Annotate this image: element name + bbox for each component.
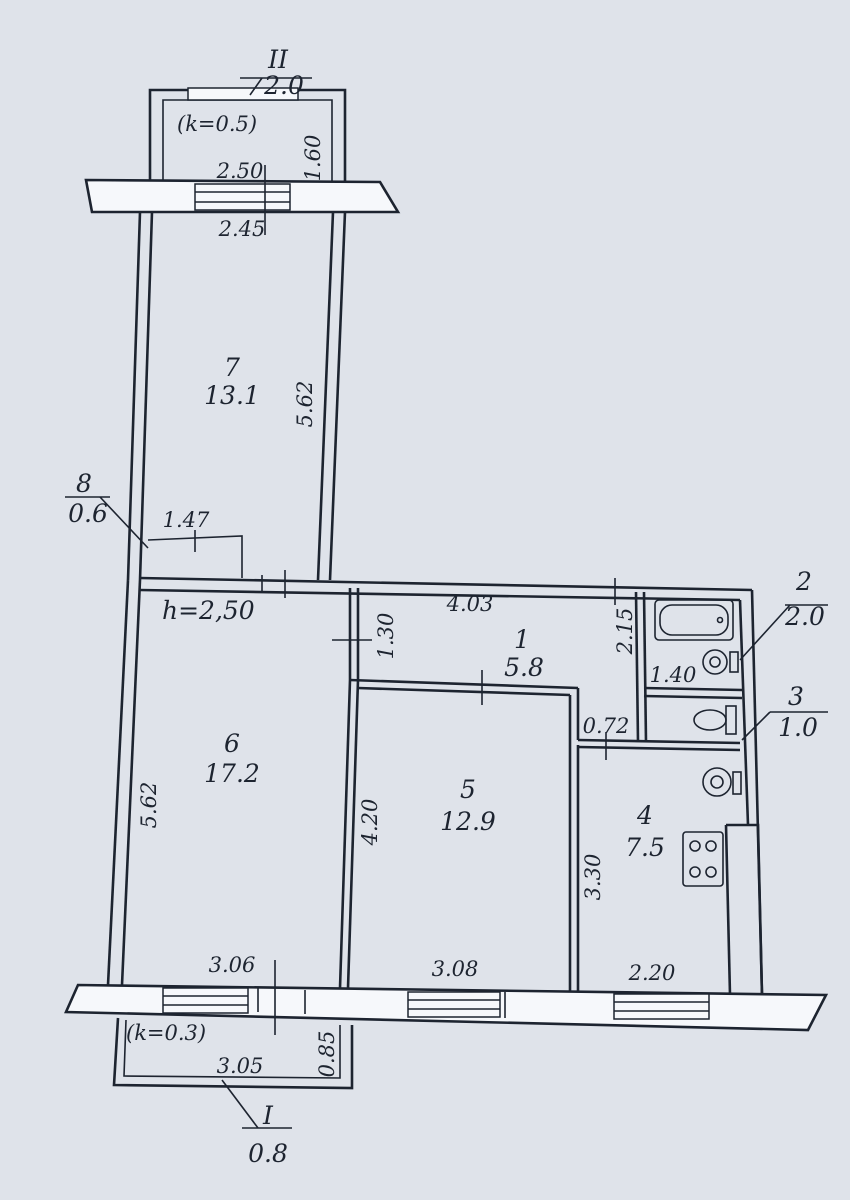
room-2-area: 2.0 — [784, 602, 825, 631]
dim-kitchen-width: 2.20 — [628, 961, 676, 985]
room-7-walls — [126, 211, 347, 581]
top-balcony — [148, 87, 347, 182]
balcony-bottom-area: 0.8 — [248, 1139, 288, 1168]
dim-wc-width: 0.72 — [583, 714, 630, 738]
room-1-area: 5.8 — [504, 653, 544, 682]
balcony-bottom-number: I — [262, 1101, 274, 1130]
dim-room6-width: 3.06 — [209, 953, 256, 977]
top-external-wall — [84, 165, 401, 235]
dim-room5-length: 4.20 — [358, 799, 382, 847]
dim-hall-width: 1.30 — [374, 613, 398, 660]
balcony-top-coef: (k=0.5) — [177, 112, 257, 136]
room-2-number: 2 — [795, 567, 812, 596]
room-4-area: 7.5 — [625, 833, 665, 862]
dim-bath-length: 2.15 — [613, 608, 637, 656]
toilet-icon — [693, 705, 737, 735]
room-7-area: 13.1 — [204, 381, 260, 410]
room-4-number: 4 — [636, 801, 653, 830]
dim-top-window-outer: 2.50 — [216, 159, 264, 183]
dim-bottom-balcony-depth: 0.85 — [315, 1031, 339, 1078]
balcony-top-number: II — [267, 45, 289, 74]
leader-lines — [65, 77, 828, 1129]
kitchen-sink-icon — [702, 767, 742, 797]
dim-room6-length: 5.62 — [137, 782, 161, 829]
balcony-top-area: 2.0 — [263, 71, 304, 100]
room-3-number: 3 — [788, 682, 804, 711]
room-8-area: 0.6 — [68, 499, 108, 528]
dim-kitchen-length: 3.30 — [581, 854, 605, 901]
dim-room5-width: 3.08 — [432, 957, 479, 981]
kitchen-projection — [724, 823, 764, 996]
dim-room7-width: 2.45 — [218, 217, 266, 241]
dim-room7-length: 5.62 — [293, 381, 317, 428]
room-3-area: 1.0 — [778, 713, 818, 742]
sink-icon — [702, 649, 739, 675]
dim-top-balcony-depth: 1.60 — [301, 135, 325, 182]
main-walls — [106, 570, 764, 996]
room-labels: II 2.0 (k=0.5) 7 13.1 8 0.6 h=2,50 1 5.8… — [68, 45, 825, 1168]
room-6-area: 17.2 — [204, 759, 260, 788]
room-8-number: 8 — [76, 469, 92, 498]
room-1-number: 1 — [514, 625, 530, 654]
ceiling-height: h=2,50 — [162, 596, 255, 625]
partitions — [332, 578, 743, 992]
room-5-area: 12.9 — [440, 807, 496, 836]
dim-bath-width: 1.40 — [650, 663, 697, 687]
room-7-number: 7 — [224, 353, 240, 382]
bottom-balcony — [112, 1017, 354, 1090]
dim-bottom-balcony-width: 3.05 — [217, 1054, 264, 1078]
stove-icon — [682, 831, 724, 887]
dimension-labels: 1.60 2.50 2.45 5.62 1.47 4.03 1.30 2.15 … — [137, 135, 696, 1078]
dim-hall-length: 4.03 — [446, 592, 494, 616]
room-6-number: 6 — [224, 729, 240, 758]
room-5-number: 5 — [460, 775, 476, 804]
bathtub-icon — [654, 599, 734, 641]
dim-closet-width: 1.47 — [163, 508, 210, 532]
bottom-external-wall — [64, 960, 829, 1035]
balcony-bottom-coef: (k=0.3) — [126, 1021, 206, 1045]
